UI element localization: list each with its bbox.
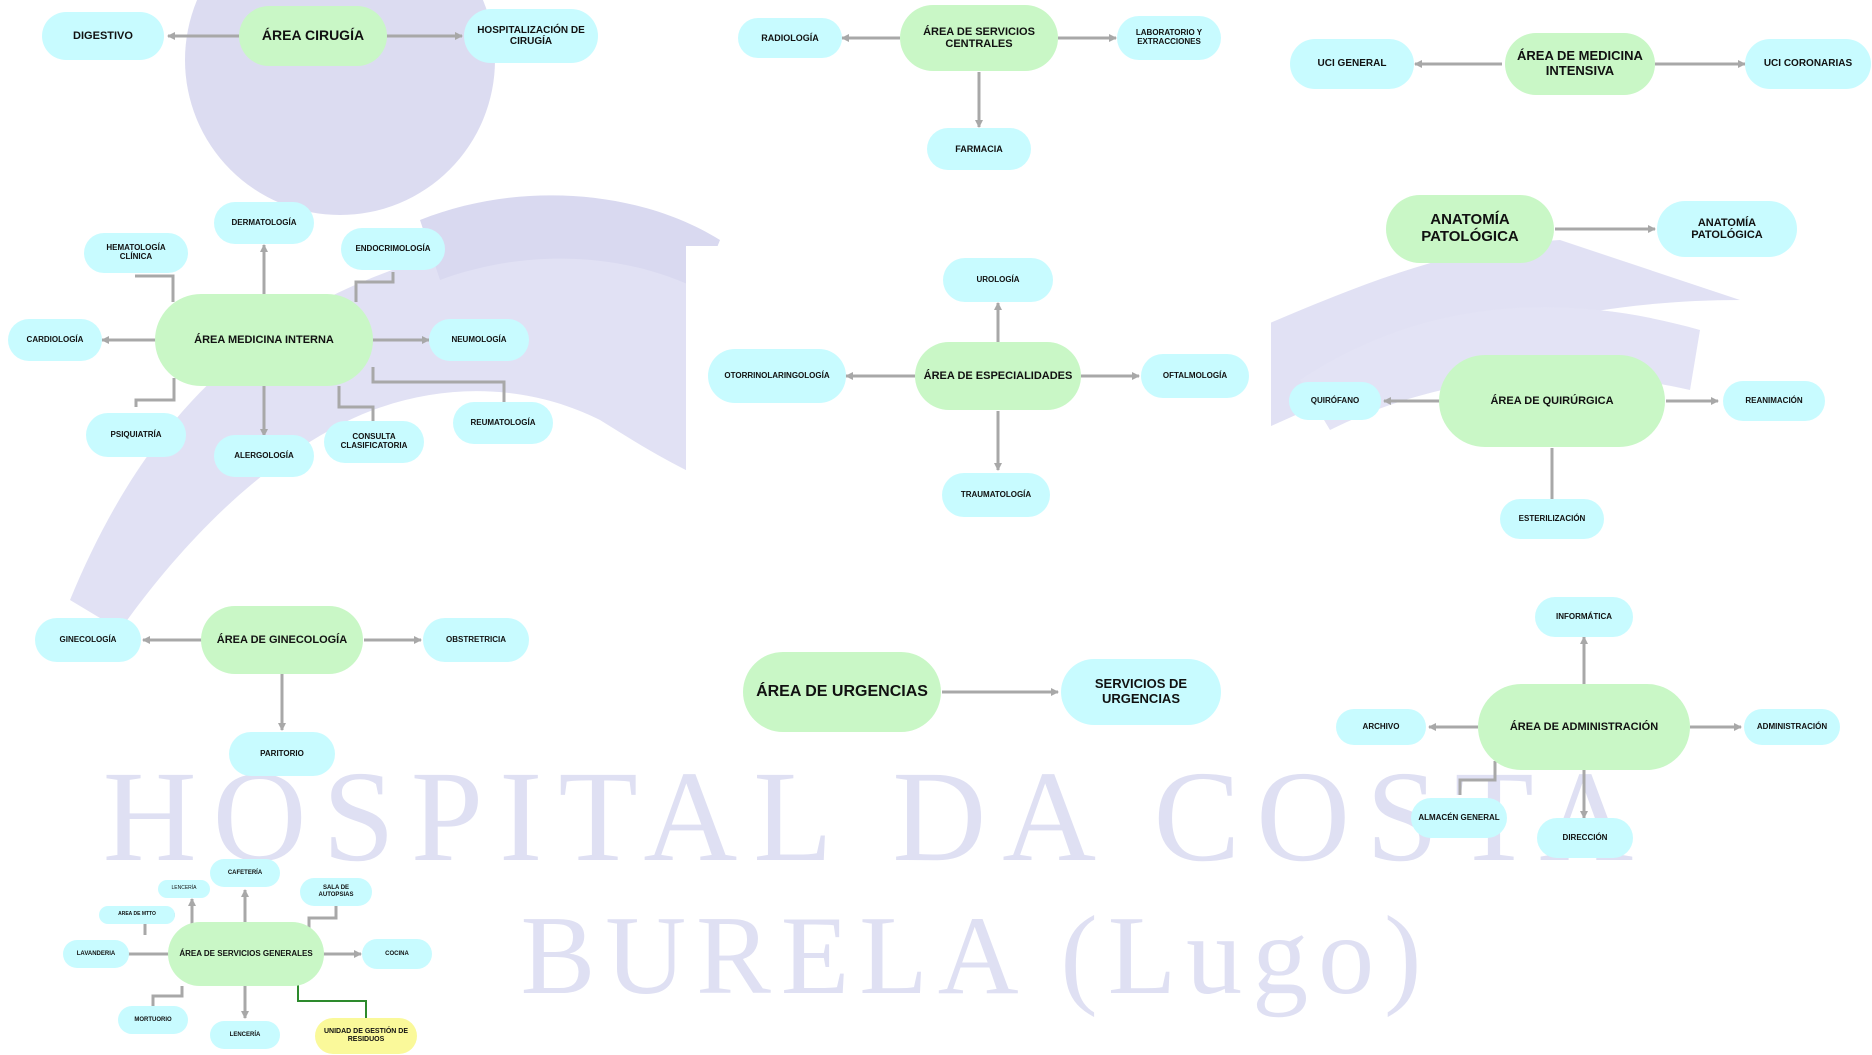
servicios-generales-area: ÁREA DE SERVICIOS GENERALES — [168, 922, 324, 986]
dermatologia-node: DERMATOLOGÍA — [214, 202, 314, 244]
lenceria-top-node: LENCERÍA — [158, 880, 210, 898]
almacen-general-node: ALMACÉN GENERAL — [1411, 798, 1507, 838]
farmacia-node: FARMACIA — [927, 128, 1031, 170]
servicios-centrales-area: ÁREA DE SERVICIOS CENTRALES — [900, 5, 1058, 71]
psiquiatria-node: PSIQUIATRÍA — [86, 413, 186, 457]
hospitalizacion-cirugia-node: HOSPITALIZACIÓN DE CIRUGÍA — [464, 9, 598, 63]
urologia-node: UROLOGÍA — [943, 258, 1053, 302]
lenceria-bottom-node: LENCERÍA — [210, 1021, 280, 1049]
anatomia-patologica-node: ANATOMÍA PATOLÓGICA — [1657, 201, 1797, 257]
lavanderia-node: LAVANDERIA — [63, 940, 129, 968]
administracion-area: ÁREA DE ADMINISTRACIÓN — [1478, 684, 1690, 770]
sala-autopsias-node: SALA DE AUTOPSIAS — [300, 878, 372, 906]
ginecologia-area: ÁREA DE GINECOLOGÍA — [201, 606, 363, 674]
archivo-node: ARCHIVO — [1336, 709, 1426, 745]
watermark-subtitle: BURELA (Lugo) — [520, 894, 1432, 1018]
cardiologia-node: CARDIOLOGÍA — [8, 319, 102, 361]
reanimacion-node: REANIMACIÓN — [1723, 381, 1825, 421]
ginecologia-node: GINECOLOGÍA — [35, 618, 141, 662]
area-mtto-node: AREA DE MTTO — [99, 906, 175, 924]
obstetricia-node: OBSTRETRICIA — [423, 618, 529, 662]
quirurgica-area: ÁREA DE QUIRÚRGICA — [1439, 355, 1665, 447]
neumologia-node: NEUMOLOGÍA — [429, 319, 529, 361]
alergologia-node: ALERGOLOGÍA — [214, 435, 314, 477]
cafeteria-node: CAFETERÍA — [210, 859, 280, 887]
anatomia-patologica-area: ANATOMÍA PATOLÓGICA — [1386, 195, 1554, 263]
uci-coronarias-node: UCI CORONARIAS — [1745, 39, 1871, 89]
traumatologia-node: TRAUMATOLOGÍA — [942, 473, 1050, 517]
digestivo-node: DIGESTIVO — [42, 12, 164, 60]
mortuorio-node: MORTUORIO — [118, 1006, 188, 1034]
reumatologia-node: REUMATOLOGÍA — [453, 402, 553, 444]
laboratorio-node: LABORATORIO Y EXTRACCIONES — [1117, 16, 1221, 60]
consulta-clasificatoria-node: CONSULTA CLASIFICATORIA — [324, 421, 424, 463]
radiologia-node: RADIOLOGÍA — [738, 18, 842, 58]
oftalmologia-node: OFTALMOLOGÍA — [1141, 354, 1249, 398]
cocina-node: COCINA — [362, 939, 432, 969]
paritorio-node: PARITORIO — [229, 732, 335, 776]
watermark-title: HOSPITAL DA COSTA — [102, 745, 1650, 889]
urgencias-area: ÁREA DE URGENCIAS — [743, 652, 941, 732]
medicina-interna-area: ÁREA MEDICINA INTERNA — [155, 294, 373, 386]
gestion-residuos-node: UNIDAD DE GESTIÓN DE RESIDUOS — [315, 1018, 417, 1054]
hematologia-node: HEMATOLOGÍA CLÍNICA — [84, 233, 188, 273]
otorrinolaringologia-node: OTORRINOLARINGOLOGÍA — [708, 349, 846, 403]
informatica-node: INFORMÁTICA — [1535, 597, 1633, 637]
esterilizacion-node: ESTERILIZACIÓN — [1500, 499, 1604, 539]
servicios-urgencias-node: SERVICIOS DE URGENCIAS — [1061, 659, 1221, 725]
uci-general-node: UCI GENERAL — [1290, 39, 1414, 89]
medicina-intensiva-area: ÁREA DE MEDICINA INTENSIVA — [1505, 33, 1655, 95]
especialidades-area: ÁREA DE ESPECIALIDADES — [915, 342, 1081, 410]
direccion-node: DIRECCIÓN — [1537, 818, 1633, 858]
cirugia-area: ÁREA CIRUGÍA — [239, 6, 387, 66]
endocrinologia-node: ENDOCRIMOLOGÍA — [341, 228, 445, 270]
quirofano-node: QUIRÓFANO — [1289, 382, 1381, 420]
administracion-node: ADMINISTRACIÓN — [1744, 709, 1840, 745]
